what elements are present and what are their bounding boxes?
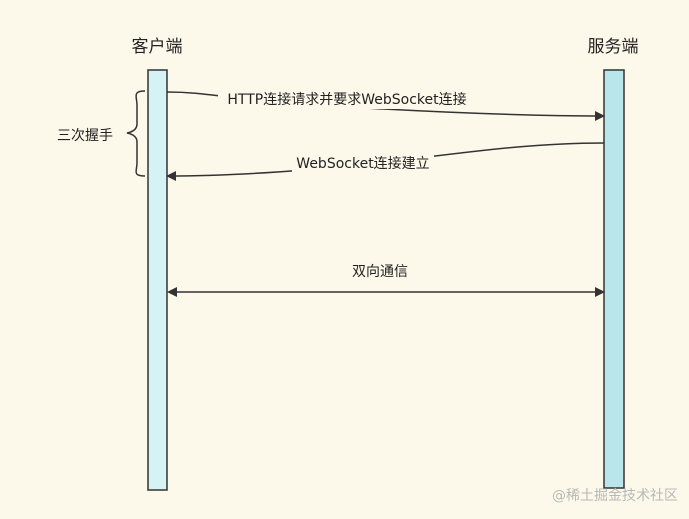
handshake-brace <box>126 90 146 177</box>
client-label: 客户端 <box>132 37 183 57</box>
established-label-bg <box>292 153 434 173</box>
client-lifeline <box>147 69 168 491</box>
request-label-bg <box>218 89 476 109</box>
watermark-text: @稀土掘金技术社区 <box>552 488 678 504</box>
handshake-label: 三次握手 <box>57 128 113 144</box>
server-label: 服务端 <box>588 37 639 57</box>
bidirectional-label: 双向通信 <box>352 264 408 280</box>
request-label: HTTP连接请求并要求WebSocket连接 <box>227 91 466 108</box>
server-lifeline <box>603 69 625 489</box>
established-label: WebSocket连接建立 <box>296 155 429 172</box>
